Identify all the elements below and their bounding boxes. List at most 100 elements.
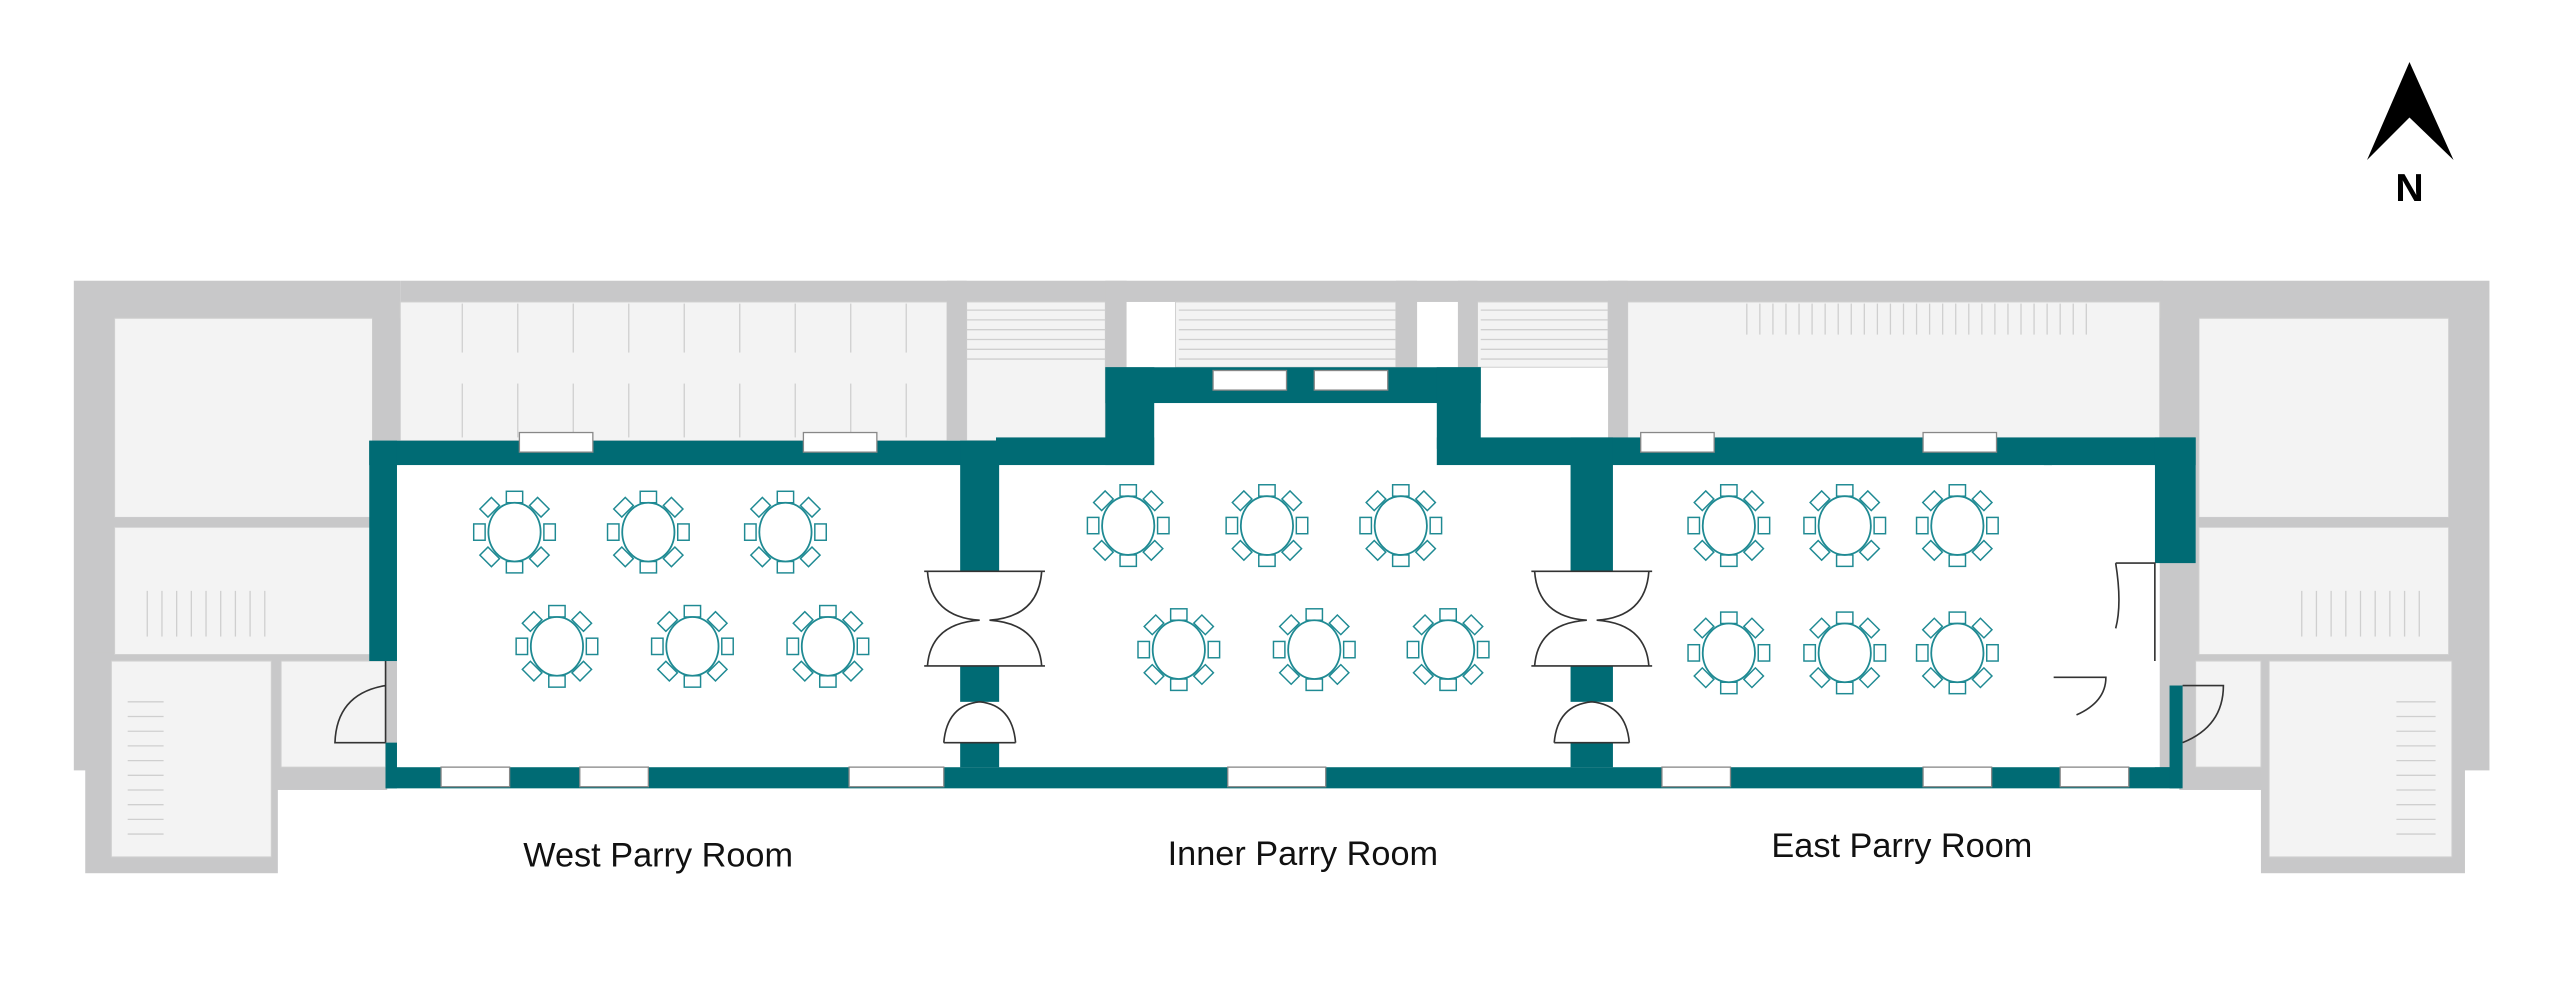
chair-icon	[1948, 681, 1967, 695]
chair-icon	[1986, 516, 1999, 535]
chair-icon	[1948, 484, 1967, 497]
table-top	[1421, 619, 1476, 680]
chair-icon	[1142, 489, 1164, 512]
chair-icon	[1305, 608, 1324, 621]
chair-icon	[1305, 678, 1324, 692]
window	[2059, 766, 2130, 788]
round-table	[1915, 611, 1999, 695]
chair-icon	[776, 490, 795, 504]
chair-icon	[1835, 484, 1854, 497]
chair-icon	[1143, 613, 1165, 636]
chair-icon	[1156, 516, 1170, 535]
chair-icon	[515, 637, 529, 656]
chair-icon	[1915, 643, 1929, 662]
chair-icon	[1231, 489, 1253, 512]
chair-icon	[706, 660, 729, 683]
chair-icon	[856, 637, 870, 656]
double-door-west-inner	[924, 570, 1045, 667]
chair-icon	[662, 496, 685, 519]
round-table	[743, 490, 827, 574]
chair-icon	[792, 610, 814, 633]
chair-icon	[1207, 640, 1221, 659]
north-arrow-icon: N	[2367, 62, 2454, 210]
chair-icon	[1948, 611, 1967, 625]
chair-icon	[1742, 666, 1765, 689]
chair-icon	[1971, 617, 1994, 639]
table-top	[1817, 495, 1872, 556]
window	[579, 766, 649, 788]
chair-icon	[478, 546, 501, 568]
round-table	[1803, 484, 1887, 568]
chair-icon	[1921, 489, 1944, 512]
chair-icon	[786, 637, 800, 656]
chair-icon	[743, 523, 757, 541]
context-piers	[114, 280, 2449, 528]
chair-icon	[1439, 608, 1458, 621]
chair-icon	[706, 610, 729, 633]
chair-icon	[528, 496, 551, 519]
chair-icon	[606, 523, 620, 541]
door-west-entry	[334, 661, 387, 744]
chair-icon	[799, 546, 822, 568]
chair-icon	[1858, 617, 1881, 639]
chair-icon	[570, 610, 593, 633]
round-table	[650, 604, 734, 688]
chair-icon	[1365, 489, 1387, 512]
chair-icon	[1231, 539, 1253, 562]
chair-icon	[1119, 484, 1138, 497]
chair-icon	[612, 496, 635, 519]
chair-icon	[1757, 643, 1771, 662]
chair-icon	[1412, 613, 1435, 636]
chair-icon	[749, 496, 772, 519]
chair-icon	[1809, 489, 1831, 512]
chair-icon	[1803, 516, 1817, 535]
chair-icon	[1391, 554, 1410, 568]
chair-icon	[1809, 617, 1831, 639]
chair-icon	[1858, 539, 1881, 562]
chair-icon	[841, 610, 864, 633]
tables	[472, 484, 1999, 695]
chair-icon	[1414, 539, 1437, 562]
round-table	[1803, 611, 1887, 695]
round-table	[1086, 484, 1170, 568]
chair-icon	[1687, 516, 1701, 535]
round-table	[1687, 611, 1771, 695]
chair-icon	[1328, 613, 1350, 636]
room-label-east: East Parry Room	[1771, 827, 2032, 865]
chair-icon	[1406, 640, 1420, 659]
chair-icon	[1258, 484, 1276, 497]
chair-icon	[1921, 617, 1944, 639]
table-top	[1287, 619, 1342, 680]
chair-icon	[683, 604, 702, 618]
chair-icon	[1915, 516, 1929, 535]
window	[1212, 369, 1288, 391]
chair-icon	[1858, 666, 1881, 689]
chair-icon	[1278, 613, 1301, 636]
round-table	[515, 604, 599, 688]
chair-icon	[1809, 539, 1831, 562]
chair-icon	[1142, 539, 1164, 562]
room-label-west: West Parry Room	[523, 837, 793, 875]
table-top	[1239, 495, 1294, 556]
chair-icon	[1835, 681, 1854, 695]
chair-icon	[1342, 640, 1356, 659]
doors	[334, 562, 2225, 744]
round-table	[606, 490, 690, 574]
chair-icon	[1137, 640, 1151, 659]
table-top	[529, 616, 584, 677]
door-west-inner-lower	[942, 701, 1017, 744]
window	[848, 766, 945, 788]
window	[518, 431, 594, 453]
window	[1313, 369, 1389, 391]
chair-icon	[1462, 613, 1484, 636]
chair-icon	[1119, 554, 1138, 568]
chair-icon	[1986, 643, 1999, 662]
round-table	[1915, 484, 1999, 568]
chair-icon	[792, 660, 814, 683]
chair-icon	[1225, 516, 1239, 535]
chair-icon	[1328, 663, 1350, 686]
chair-icon	[1693, 539, 1715, 562]
chair-icon	[1086, 516, 1100, 535]
chair-icon	[818, 604, 837, 618]
